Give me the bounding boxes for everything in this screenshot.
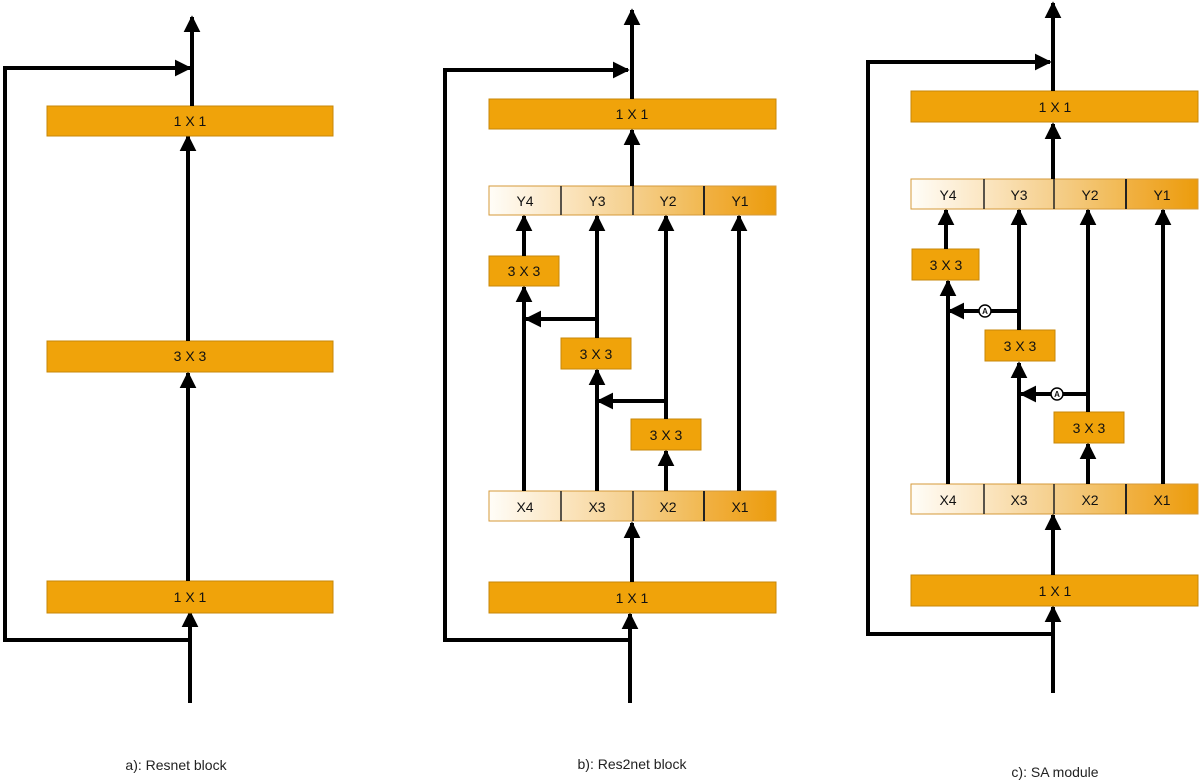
res2net-y2-label: Y2 xyxy=(659,193,676,209)
sa-y3-label: Y3 xyxy=(1010,187,1027,203)
sa-conv-a-label: 3 X 3 xyxy=(930,257,963,273)
sa-conv-c-label: 3 X 3 xyxy=(1073,420,1106,436)
sa-y1-label: Y1 xyxy=(1153,187,1170,203)
res2net-conv-a-label: 3 X 3 xyxy=(508,263,541,279)
sa-top-conv xyxy=(910,90,1199,123)
res2net-conv-b xyxy=(560,337,632,370)
res2net-y2-cell xyxy=(632,185,705,216)
sa-y-splits: Y4 Y3 Y2 Y1 xyxy=(910,178,1199,210)
res2net-x4-label: X4 xyxy=(516,499,533,515)
res2net-skip-connection xyxy=(443,61,630,642)
resnet-bottom-conv xyxy=(46,580,334,614)
res2net-y3-label: Y3 xyxy=(588,193,605,209)
sa-attention-node-2 xyxy=(1050,387,1064,401)
res2net-x3-label: X3 xyxy=(588,499,605,515)
sa-y4-label: Y4 xyxy=(939,187,956,203)
res2net-x2-label: X2 xyxy=(659,499,676,515)
sa-conv-b xyxy=(984,329,1056,362)
res2net-x1-label: X1 xyxy=(731,499,748,515)
resnet-bottom-conv-label: 1 X 1 xyxy=(174,589,207,605)
sa-x-splits: X4 X3 X2 X1 xyxy=(910,483,1199,515)
res2net-x1-cell xyxy=(703,490,777,522)
res2net-top-conv xyxy=(488,98,777,130)
sa-conv-b-label: 3 X 3 xyxy=(1004,338,1037,354)
res2net-bottom-conv-label: 1 X 1 xyxy=(616,590,649,606)
sa-conv-c xyxy=(1053,411,1125,444)
sa-bottom-conv xyxy=(910,574,1199,607)
sa-y2-cell xyxy=(1053,178,1127,210)
sa-caption: c): SA module xyxy=(1011,764,1098,780)
sa-top-conv-label: 1 X 1 xyxy=(1039,99,1072,115)
res2net-y1-label: Y1 xyxy=(731,193,748,209)
res2net-y4-label: Y4 xyxy=(516,193,533,209)
sa-attention-label-1: A xyxy=(982,307,988,316)
sa-x3-label: X3 xyxy=(1010,492,1027,508)
res2net-bottom-conv xyxy=(488,581,777,614)
resnet-skip-connection xyxy=(3,59,192,642)
res2net-top-conv-label: 1 X 1 xyxy=(616,106,649,122)
res2net-x-splits: X4 X3 X2 X1 xyxy=(488,490,777,522)
res2net-conv-c-label: 3 X 3 xyxy=(650,427,683,443)
res2net-y-splits: Y4 Y3 Y2 Y1 xyxy=(488,185,777,216)
sa-x2-label: X2 xyxy=(1081,492,1098,508)
sa-x1-cell xyxy=(1125,483,1199,515)
sa-y4-cell xyxy=(910,178,985,210)
res2net-y1-cell xyxy=(703,185,777,216)
res2net-conv-b-label: 3 X 3 xyxy=(580,346,613,362)
sa-x1-label: X1 xyxy=(1153,492,1170,508)
resnet-mid-conv-label: 3 X 3 xyxy=(174,348,207,364)
sa-x4-label: X4 xyxy=(939,492,956,508)
sa-y3-cell xyxy=(983,178,1055,210)
res2net-caption: b): Res2net block xyxy=(578,756,688,772)
res2net-conv-a xyxy=(488,255,560,287)
res2net-y3-cell xyxy=(560,185,634,216)
resnet-caption: a): Resnet block xyxy=(125,757,227,773)
res2net-x2-cell xyxy=(632,490,705,522)
sa-x4-cell xyxy=(910,483,985,515)
resnet-top-conv-label: 1 X 1 xyxy=(174,113,207,129)
sa-module: 1 X 1 X4 X3 X2 X1 3 X 3 A 3 X 3 xyxy=(866,1,1199,780)
res2net-block: 1 X 1 X4 X3 X2 X1 3 X 3 3 X 3 xyxy=(443,8,777,772)
sa-y1-cell xyxy=(1125,178,1199,210)
sa-attention-node-1 xyxy=(978,304,992,318)
sa-conv-a xyxy=(911,248,980,281)
sa-attention-label-2: A xyxy=(1054,390,1060,399)
sa-y2-label: Y2 xyxy=(1081,187,1098,203)
resnet-block: 1 X 1 3 X 3 1 X 1 a): Resnet block xyxy=(3,15,334,773)
sa-skip-connection xyxy=(866,53,1053,636)
sa-bottom-conv-label: 1 X 1 xyxy=(1039,583,1072,599)
